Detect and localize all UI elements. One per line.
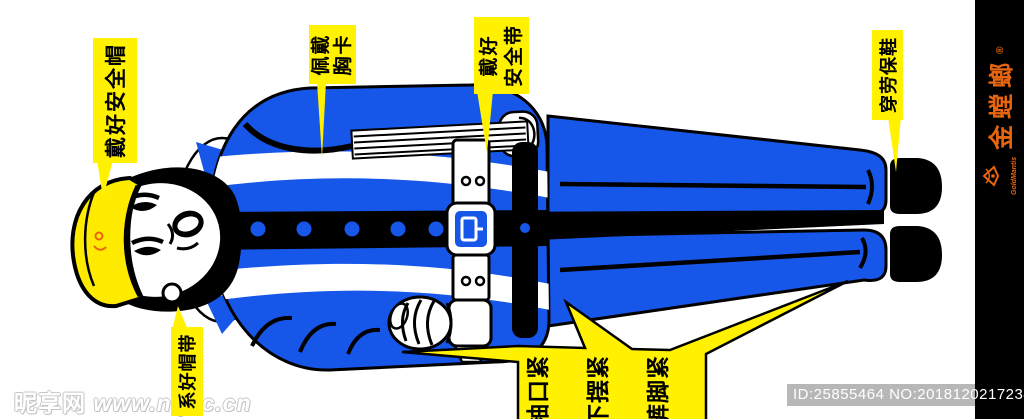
callout-work-shoes: 穿劳保鞋 — [872, 30, 903, 120]
eye — [134, 246, 161, 256]
id-watermark-bar — [787, 384, 975, 406]
collar-seam — [242, 121, 353, 154]
safety-boots — [890, 158, 942, 282]
chin-strap — [140, 299, 182, 310]
callout-wear-helmet: 戴好安全帽 — [93, 38, 137, 163]
ear — [161, 282, 183, 304]
brand-name: 金螳螂 — [988, 56, 1016, 150]
mantis-logo-icon: GoldMantis — [982, 157, 1018, 195]
callout-tight-fit: 袖口紧 下摆紧 裤脚紧 — [525, 355, 671, 419]
callout-tails — [97, 82, 901, 330]
eye — [130, 201, 157, 212]
trouser-leg-lower — [546, 228, 888, 328]
id-watermark-text: ID:25855464 NO:20181202172349243000 — [793, 386, 1024, 403]
tight-fit-callout-shape — [401, 279, 849, 419]
callout-chest-card: 佩戴 胸卡 — [309, 25, 356, 84]
helmet-brand-mark — [93, 231, 107, 251]
registered-mark: ® — [994, 46, 1006, 54]
callout-safety-belt: 戴好 安全带 — [474, 17, 529, 94]
glove — [387, 295, 453, 351]
worker-head — [70, 167, 242, 312]
callout-helmet-strap: 系好帽带 — [171, 327, 203, 416]
waist-belt — [494, 142, 884, 338]
brand-bar — [975, 0, 1024, 419]
nose — [166, 223, 175, 245]
site-watermark: 昵享网 www.nipic.cn — [14, 390, 250, 416]
trousers — [546, 114, 888, 328]
safety-harness — [445, 138, 497, 364]
brand-logo: GoldMantis 金螳螂 ® — [977, 22, 1023, 195]
